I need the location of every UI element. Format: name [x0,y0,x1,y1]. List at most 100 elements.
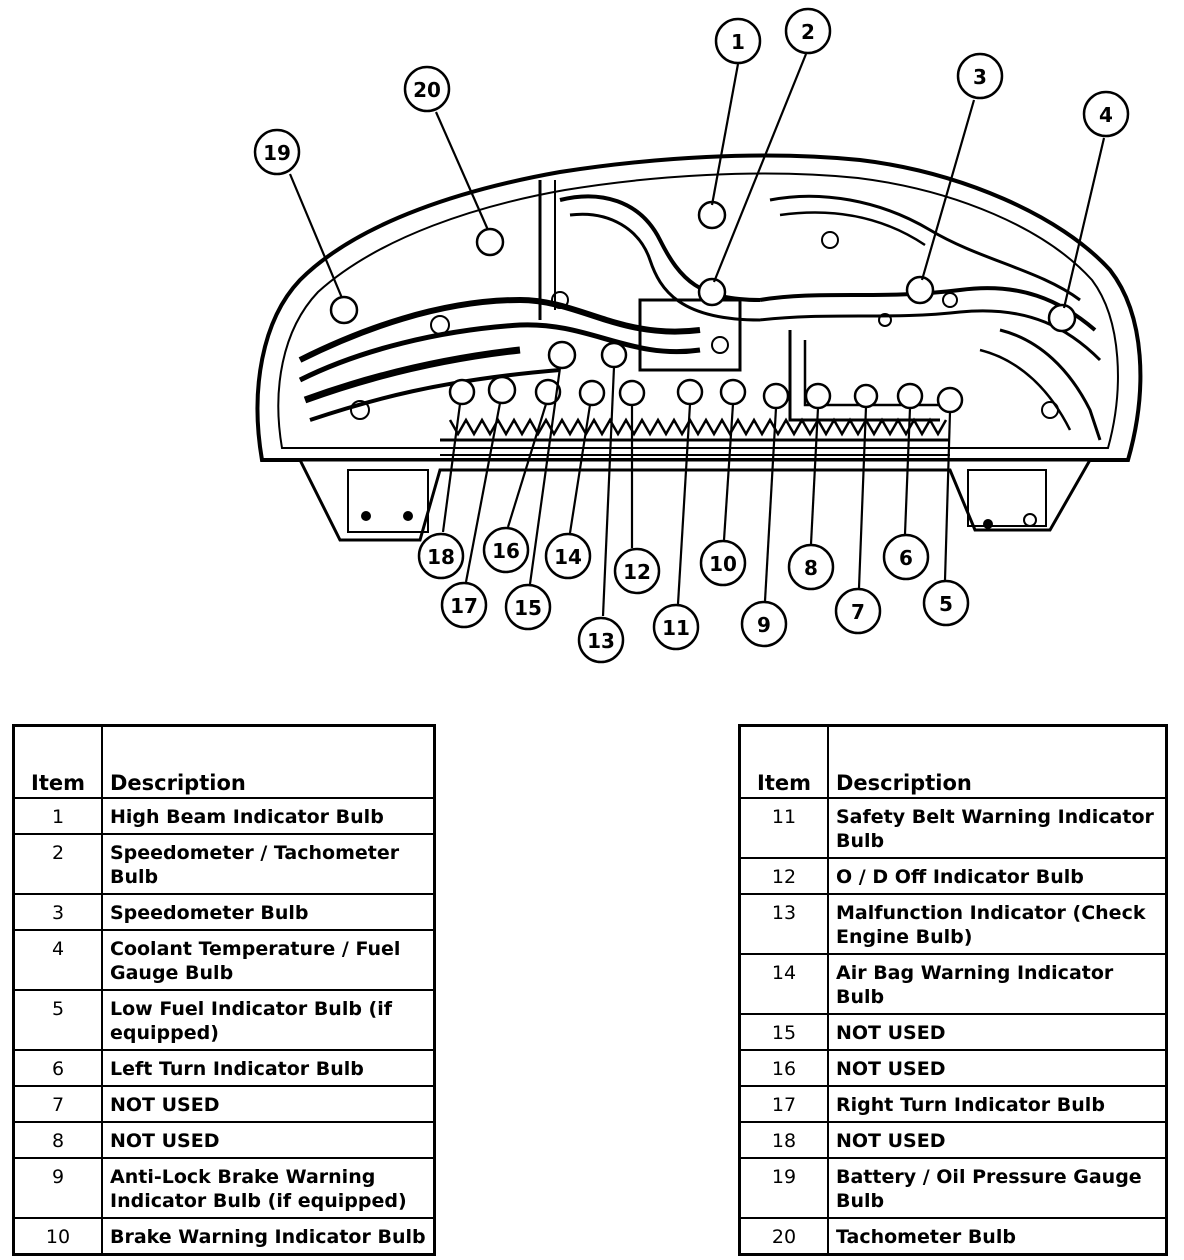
leader-lines [288,53,1106,617]
item-number: 13 [738,893,829,955]
item-number: 1 [12,797,103,835]
callout-1: 1 [714,17,762,65]
callout-4: 4 [1082,90,1130,138]
svg-text:6: 6 [899,546,913,570]
item-description: Anti-Lock Brake Warning Indicator Bulb (… [101,1157,436,1219]
svg-text:14: 14 [554,545,582,569]
svg-text:10: 10 [709,552,737,576]
callout-6: 6 [882,533,930,581]
bulb-6 [896,382,924,410]
instrument-cluster-diagram: 1 2 3 4 5 6 7 8 9 10 11 12 13 14 15 16 1… [253,7,1143,664]
svg-text:15: 15 [514,596,542,620]
callout-14: 14 [544,532,592,580]
bulb-16 [534,378,562,406]
bulb-15 [547,340,577,370]
svg-text:12: 12 [623,560,651,584]
item-number: 15 [738,1013,829,1051]
item-number: 12 [738,857,829,895]
legend-header: Item Description [738,724,1168,799]
description-column-header: Description [101,724,436,799]
svg-text:11: 11 [662,616,690,640]
callout-19: 19 [253,128,301,176]
callout-17: 17 [440,581,488,629]
item-description: Malfunction Indicator (Check Engine Bulb… [827,893,1168,955]
svg-text:16: 16 [492,539,520,563]
bulb-18 [448,378,476,406]
item-description: Tachometer Bulb [827,1217,1168,1256]
bulb-9 [762,382,790,410]
bulb-11 [676,378,704,406]
callout-2: 2 [784,7,832,55]
callout-7: 7 [834,587,882,635]
item-description: NOT USED [101,1121,436,1159]
svg-text:7: 7 [851,600,865,624]
bulb-10 [719,378,747,406]
item-number: 18 [738,1121,829,1159]
item-number: 6 [12,1049,103,1087]
bulb-5 [936,386,964,414]
callout-20: 20 [403,65,451,113]
svg-text:1: 1 [731,30,745,54]
svg-text:2: 2 [801,20,815,44]
bulb-4 [1047,303,1077,333]
callout-12: 12 [613,547,661,595]
svg-text:4: 4 [1099,103,1113,127]
svg-text:9: 9 [757,613,771,637]
item-number: 4 [12,929,103,991]
item-description: Speedometer Bulb [101,893,436,931]
callout-16: 16 [482,526,530,574]
item-description: Safety Belt Warning Indicator Bulb [827,797,1168,859]
bulb-19 [329,295,359,325]
item-number: 10 [12,1217,103,1256]
bulb-7 [853,383,879,409]
callout-10: 10 [699,539,747,587]
item-description: Battery / Oil Pressure Gauge Bulb [827,1157,1168,1219]
item-description: Brake Warning Indicator Bulb [101,1217,436,1256]
item-number: 14 [738,953,829,1015]
item-description: Left Turn Indicator Bulb [101,1049,436,1087]
item-description: High Beam Indicator Bulb [101,797,436,835]
item-number: 9 [12,1157,103,1219]
callout-5: 5 [922,579,970,627]
bulb-12 [618,379,646,407]
item-number: 19 [738,1157,829,1219]
item-description: NOT USED [827,1049,1168,1087]
legend-header: Item Description [12,724,436,799]
svg-text:20: 20 [413,78,441,102]
svg-text:3: 3 [973,65,987,89]
item-description: Low Fuel Indicator Bulb (if equipped) [101,989,436,1051]
item-description: NOT USED [827,1121,1168,1159]
item-description: NOT USED [827,1013,1168,1051]
callout-18: 18 [417,532,465,580]
svg-text:8: 8 [804,556,818,580]
bulb-14 [578,379,606,407]
svg-text:17: 17 [450,594,478,618]
item-column-header: Item [12,724,103,799]
bulb-20 [475,227,505,257]
description-column-header: Description [827,724,1168,799]
item-column-header: Item [738,724,829,799]
callout-15: 15 [504,583,552,631]
item-number: 3 [12,893,103,931]
svg-text:18: 18 [427,545,455,569]
item-description: Speedometer / Tachometer Bulb [101,833,436,895]
bulb-17 [487,375,517,405]
svg-text:5: 5 [939,592,953,616]
item-number: 20 [738,1217,829,1256]
item-description: O / D Off Indicator Bulb [827,857,1168,895]
